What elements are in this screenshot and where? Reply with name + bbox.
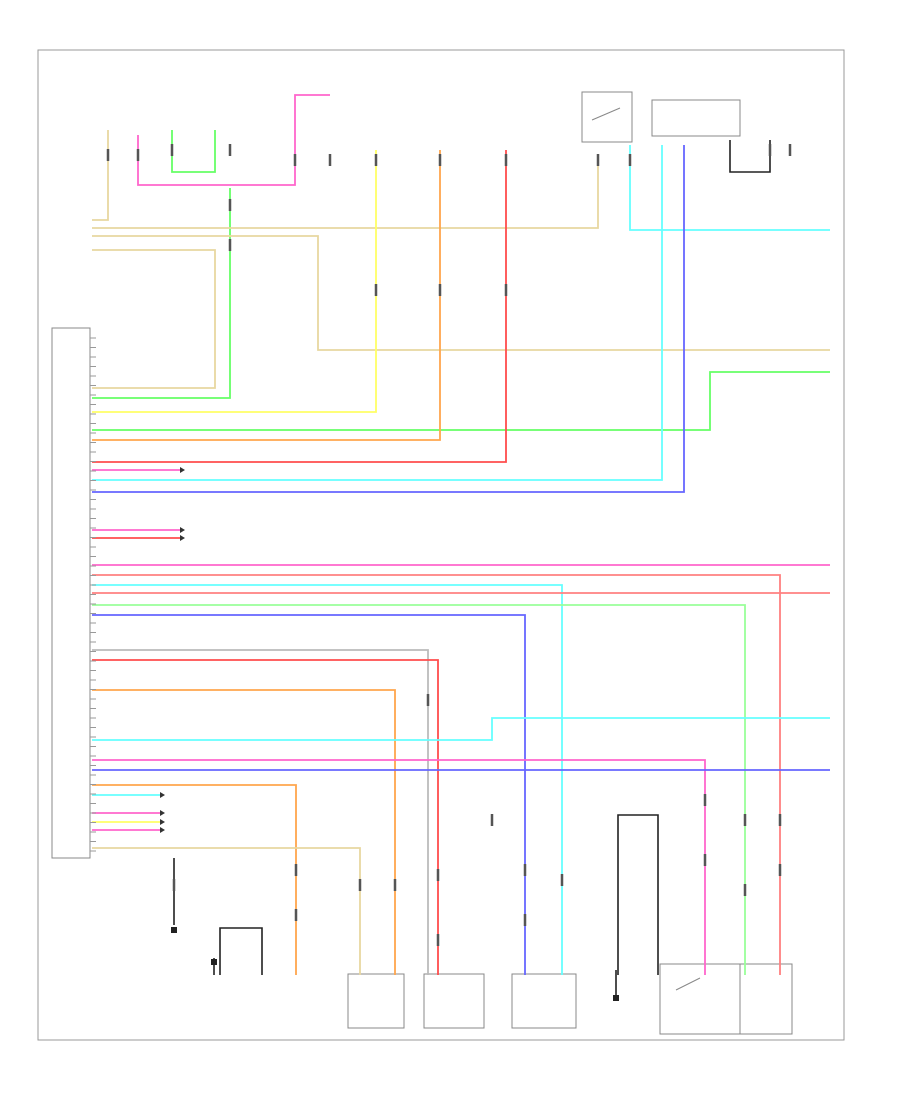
wire-pink-top (137, 94, 330, 186)
wire-light-green-long (92, 604, 746, 975)
ground-icon (171, 927, 177, 933)
wire-orange-long (92, 689, 396, 975)
stub-arrow (180, 535, 185, 541)
stub-arrow (160, 819, 165, 825)
wire-green-module-2 (92, 371, 830, 431)
colored-wires (92, 94, 830, 975)
wire-tan-top-1 (92, 130, 109, 221)
top-module-box (651, 99, 741, 137)
wire-red (92, 150, 507, 463)
wire-blue-long (92, 614, 526, 975)
bottom-box-1 (347, 973, 405, 1029)
stub-arrow (160, 792, 165, 798)
ground-icon (613, 995, 619, 1001)
wire-orange (92, 150, 441, 441)
top-relay-box (581, 91, 633, 143)
wire-light-red-long (92, 574, 781, 975)
wire-tan-top-2 (92, 160, 599, 229)
module-pins (90, 337, 619, 1001)
wire-tan-bottom (92, 847, 361, 975)
bottom-box-3 (511, 973, 577, 1029)
top-relay-switch (591, 107, 621, 121)
wire-tan-top-4 (92, 249, 216, 389)
control-module-box (51, 327, 91, 859)
wire-green-top (171, 130, 216, 173)
stub-arrow (160, 827, 165, 833)
stub-arrow (160, 810, 165, 816)
wire-cyan-module (92, 145, 663, 481)
wire-gray-long (92, 649, 429, 975)
stub-arrow (180, 527, 185, 533)
stub-arrow (180, 467, 185, 473)
connector-ticks (106, 144, 792, 946)
wire-pink-long-2 (92, 759, 706, 975)
bottom-box-2 (423, 973, 485, 1029)
ground-icon (211, 959, 217, 965)
bottom-switch-contact (675, 977, 701, 991)
wire-cyan-2 (92, 717, 830, 741)
wire-blue-module (92, 145, 685, 493)
wire-yellow (92, 150, 377, 413)
diagram-frame (37, 49, 845, 1041)
wire-tan-top-3 (92, 235, 830, 351)
wire-cyan-long (92, 584, 563, 975)
bottom-switch-box (659, 963, 793, 1035)
black-wires (173, 140, 771, 998)
wire-green-module-1 (92, 188, 231, 399)
wire-cyan-top (629, 145, 830, 231)
wire-red-long (92, 659, 439, 975)
